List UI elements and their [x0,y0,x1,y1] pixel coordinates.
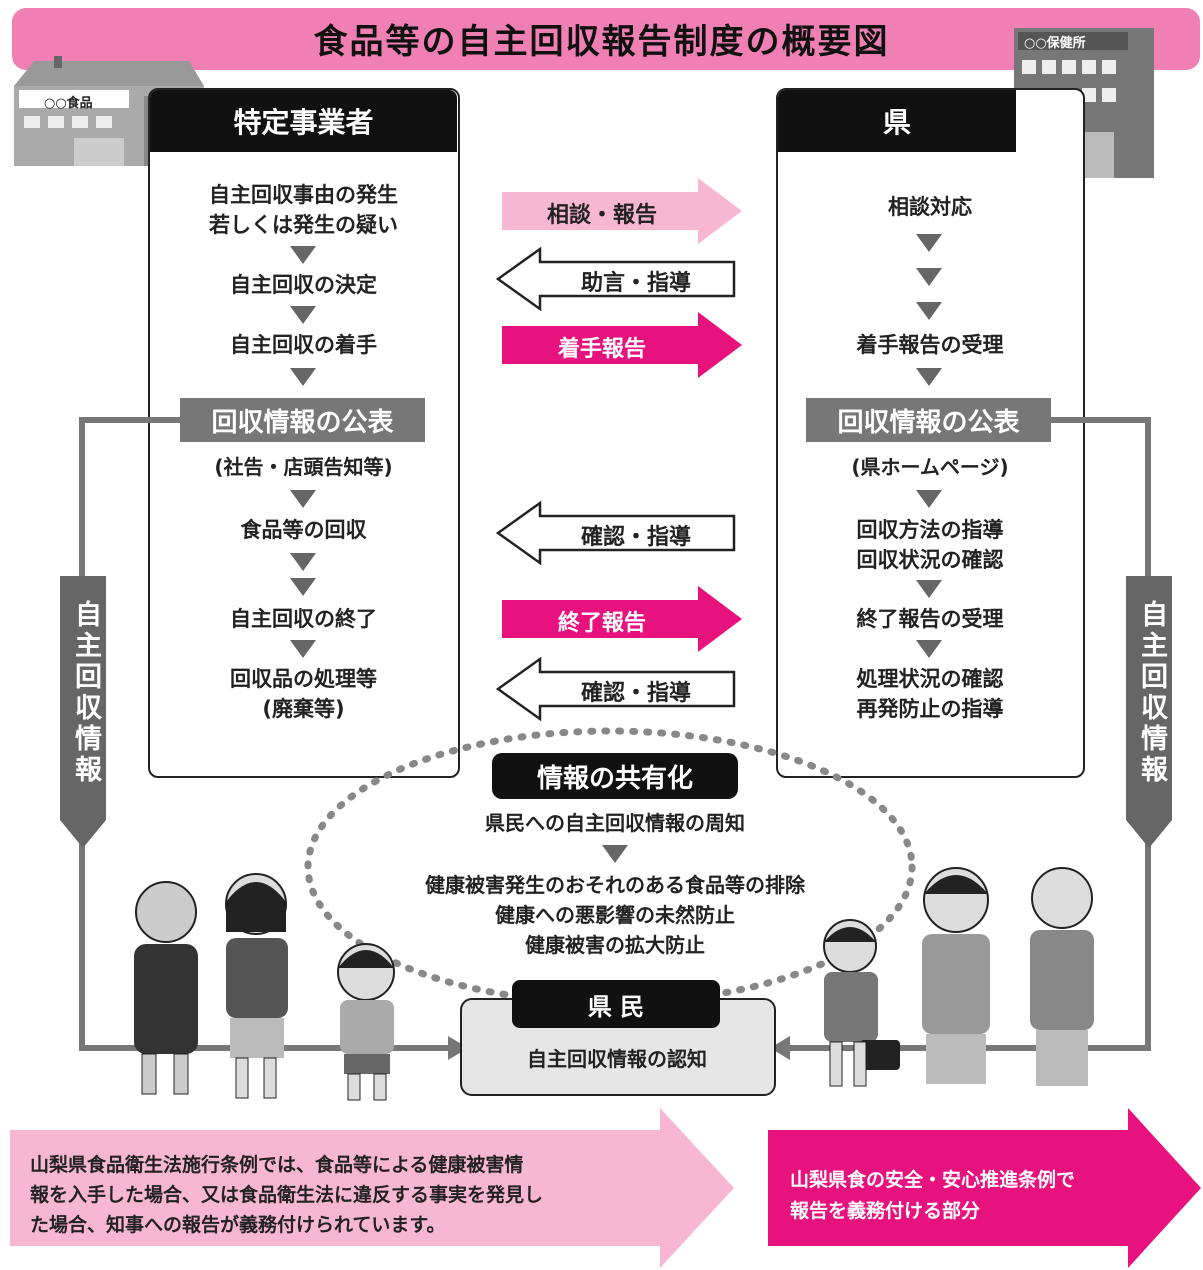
arrow-advice-guidance [495,246,736,312]
sharing-line-1: 県民への自主回収情報の周知 [485,811,745,835]
down-arrow-icon [916,302,942,320]
footer-left-line-1: 山梨県食品衛生法施行条例では、食品等による健康被害情 [30,1154,524,1176]
footer-left-line-3: た場合、知事への報告が義務付けられています。 [30,1214,446,1236]
down-arrow-icon [916,268,942,286]
left-publish-box: 回収情報の公表 [180,398,425,442]
people-left-illustration [134,873,395,1101]
sharing-dotted-ellipse [304,727,916,1007]
down-arrow-icon [602,845,628,863]
arrow-end-report [502,586,742,652]
citizens-text: 自主回収情報の認知 [527,1047,707,1071]
down-arrow-icon [916,368,942,386]
down-arrow-icon [290,306,316,324]
down-arrow-icon [290,553,316,571]
footer-right-arrow [768,1108,1201,1268]
right-step-1: 相談対応 [888,195,972,219]
right-step-2: 着手報告の受理 [856,333,1004,357]
arrow-confirm2-label: 確認・指導 [580,681,691,706]
citizens-header: 県 民 [512,980,720,1028]
left-step-1a: 自主回収事由の発生 [209,183,398,207]
right-step-3a: 回収方法の指導 [856,518,1004,542]
arrow-start-report-label: 着手報告 [557,337,646,362]
down-arrow-icon [916,640,942,658]
left-step-6b: (廃棄等) [262,697,345,721]
down-arrow-icon [290,368,316,386]
right-step-5b: 再発防止の指導 [856,697,1004,721]
right-publish-box: 回収情報の公表 [806,398,1051,442]
arrow-start-report [502,312,742,378]
right-step-5a: 処理状況の確認 [856,667,1004,691]
left-publish-note: (社告・店頭告知等) [214,455,393,479]
left-step-4: 食品等の回収 [240,518,367,542]
right-step-3b: 回収状況の確認 [856,548,1004,572]
title-banner [12,8,1200,70]
right-column-header: 県 [778,90,1016,152]
side-bar-left-label: 自主回収情報 [70,600,101,786]
page-title: 食品等の自主回収報告制度の概要図 [313,22,890,62]
left-column-header: 特定事業者 [150,90,457,152]
people-right-illustration [823,867,1094,1087]
arrow-end-report-label: 終了報告 [557,611,646,636]
down-arrow-icon [290,578,316,596]
building-right-label: ○○保健所 [1024,36,1086,51]
sharing-line-3: 健康への悪影響の未然防止 [495,903,735,927]
down-arrow-icon [290,640,316,658]
arrow-confirm-guidance-1 [495,500,736,566]
right-publish-note: (県ホームページ) [851,455,1009,479]
footer-left-arrow [10,1108,734,1268]
left-step-3: 自主回収の着手 [230,333,377,357]
footer-right-line-2: 報告を義務付ける部分 [790,1200,981,1222]
left-step-2: 自主回収の決定 [230,273,377,297]
left-step-1b: 若しくは発生の疑い [209,213,398,237]
building-left-label: ○○食品 [44,96,93,111]
left-step-6a: 回収品の処理等 [230,667,377,691]
sharing-line-2: 健康被害発生のおそれのある食品等の排除 [425,873,805,897]
down-arrow-icon [916,580,942,598]
down-arrow-icon [290,246,316,264]
arrow-consult-report [502,178,742,244]
side-bar-right-label: 自主回収情報 [1136,600,1167,786]
footer-right-line-1: 山梨県食の安全・安心推進条例で [790,1169,1076,1191]
down-arrow-icon [916,234,942,252]
left-step-5: 自主回収の終了 [230,607,377,631]
arrow-consult-label: 相談・報告 [546,203,657,228]
sharing-title: 情報の共有化 [492,753,738,799]
right-step-4: 終了報告の受理 [856,607,1004,631]
down-arrow-icon [290,490,316,508]
down-arrow-icon [916,490,942,508]
arrow-advice-label: 助言・指導 [580,271,691,296]
footer-left-line-2: 報を入手した場合、又は食品衛生法に違反する事実を発見し [30,1184,544,1206]
arrow-confirm-guidance-2 [495,656,736,722]
arrow-confirm1-label: 確認・指導 [580,525,691,550]
sharing-line-4: 健康被害の拡大防止 [525,933,705,957]
